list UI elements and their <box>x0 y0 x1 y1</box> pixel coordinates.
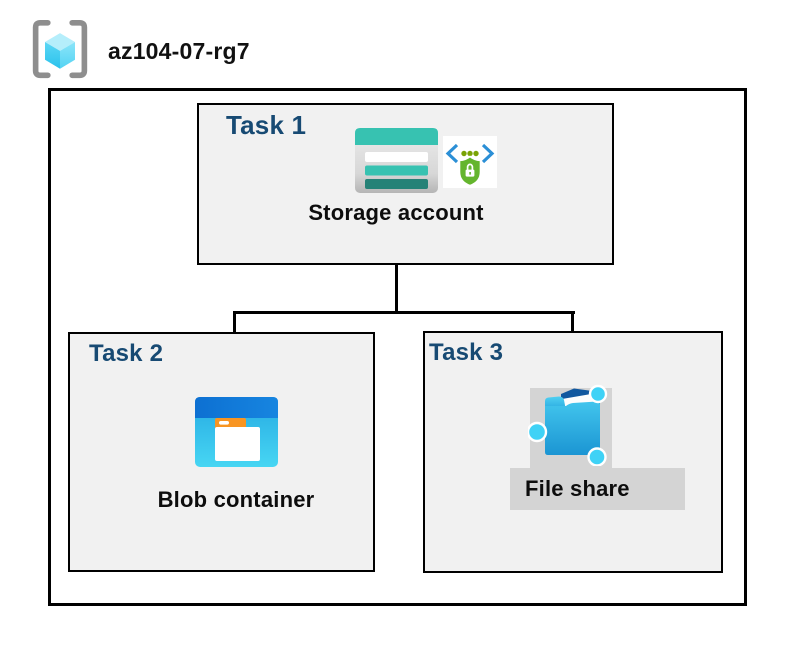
blob-container-label: Blob container <box>157 487 315 512</box>
connector-horizontal <box>233 311 575 314</box>
connector-storage-stem <box>395 265 398 313</box>
resource-group-name: az104-07-rg7 <box>108 38 250 64</box>
file-share-label-highlight: File share <box>510 468 685 510</box>
task1-label: Task 1 <box>226 110 307 140</box>
resource-group-icon <box>32 19 88 79</box>
storage-account-label: Storage account <box>308 200 484 225</box>
file-share-label: File share <box>525 476 630 501</box>
task3-label: Task 3 <box>429 339 504 366</box>
sas-security-icon <box>443 136 497 188</box>
storage-account-icon <box>355 128 438 193</box>
task2-box <box>68 332 375 572</box>
file-share-icon <box>528 384 608 466</box>
task2-label: Task 2 <box>89 340 164 367</box>
blob-container-icon <box>195 397 278 467</box>
